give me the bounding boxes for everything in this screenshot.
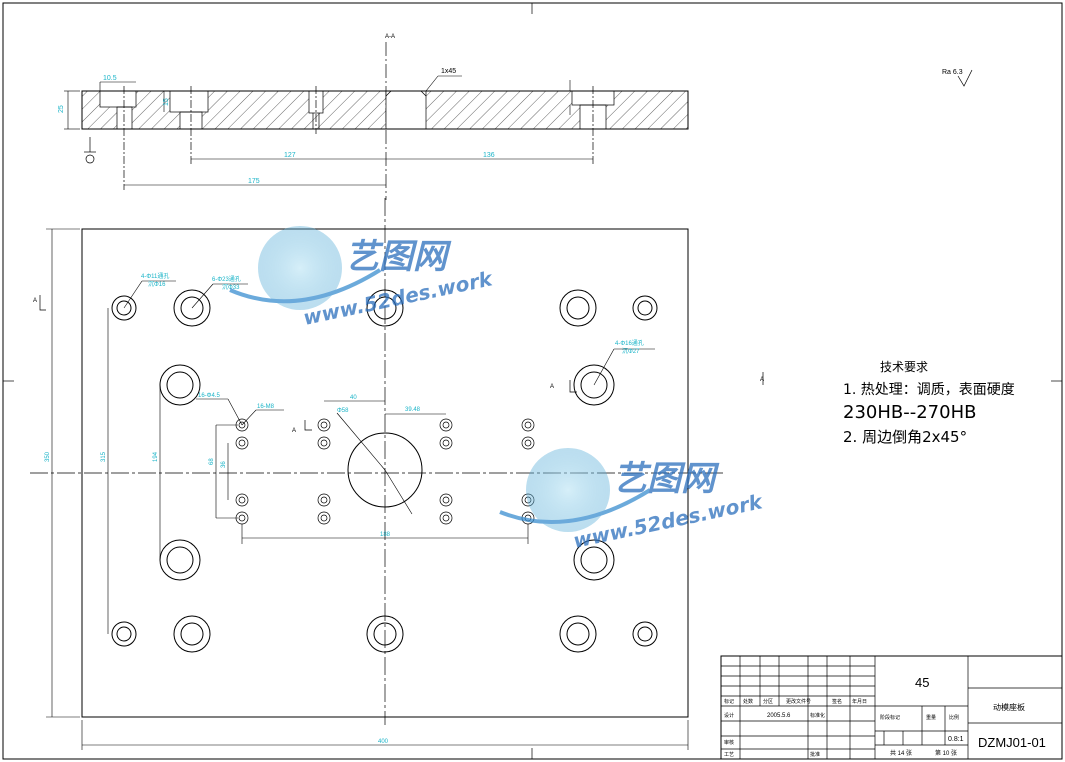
chamfer-note: 1x45: [441, 68, 456, 75]
dim-step-depth: 15: [163, 98, 170, 106]
watermark-globe-icon: [258, 226, 342, 310]
watermark-globe-icon-2: [526, 448, 610, 532]
dim-36: 36: [221, 461, 227, 468]
notes-line-2: 230HB--270HB: [843, 402, 976, 423]
section-view: A-A 25: [58, 34, 689, 200]
tb-label-approve: 批准: [810, 751, 820, 758]
tb-label-scale: 比例: [949, 714, 959, 721]
tb-sheet-total: 共 14 张: [890, 749, 912, 757]
center-bore: [347, 432, 423, 508]
dim-315: 315: [101, 451, 107, 462]
tb-label-review: 审核: [724, 739, 734, 746]
tb-date: 2005.5.6: [767, 713, 791, 719]
title-block: 标记 处数 分区 更改文件号 签名 年月日 设计 2005.5.6 标准化 审核…: [720, 655, 1063, 760]
section-label: A-A: [385, 34, 395, 40]
dim-188: 188: [380, 532, 391, 538]
dim-136: 136: [483, 152, 495, 159]
tb-scale: 0.8:1: [948, 736, 964, 743]
tb-drawing-no: DZMJ01-01: [978, 735, 1046, 750]
roughness-symbol: Ra 6.3: [942, 69, 963, 76]
dim-40: 40: [350, 395, 357, 401]
callout-holes-c-sub: 沉Φ27: [622, 347, 640, 355]
tb-label-mark: 标记: [724, 698, 734, 705]
dim-175: 175: [248, 178, 260, 185]
plan-view: 4-Φ11通孔 沉Φ16 6-Φ23通孔 沉Φ33 4-Φ16通孔 沉Φ27 1…: [30, 198, 764, 750]
dim-39-48: 39.48: [405, 407, 421, 413]
tb-label-count: 处数: [743, 698, 753, 705]
dim-127: 127: [284, 152, 296, 159]
tb-label-weight: 重量: [926, 714, 936, 721]
tb-label-sign: 签名: [832, 698, 842, 705]
tb-sheet-no: 第 10 张: [935, 749, 957, 757]
dim-68: 68: [209, 458, 215, 465]
notes-line-1: 1. 热处理：调质，表面硬度: [843, 382, 1015, 398]
dim-counterbore-depth: 10.5: [103, 75, 117, 82]
tb-label-design: 设计: [724, 712, 734, 719]
watermark-1: 艺图网 www.52des.work: [229, 226, 496, 330]
watermark-brand: 艺图网: [345, 237, 452, 277]
section-mark-a-2: A: [550, 384, 554, 390]
tb-part-name: 动模座板: [993, 702, 1025, 712]
dim-phi58: Φ58: [337, 408, 349, 414]
tb-material: 45: [915, 675, 929, 690]
watermark-2: 艺图网 www.52des.work: [499, 448, 766, 553]
callout-holes-a: 4-Φ11通孔: [141, 272, 169, 280]
technical-notes: 技术要求 1. 热处理：调质，表面硬度 230HB--270HB 2. 周边倒角…: [843, 360, 1015, 446]
section-mark-a-4: A: [760, 377, 764, 383]
section-mark-a-1: A: [33, 298, 37, 304]
callout-holes-c: 4-Φ16通孔: [615, 339, 644, 347]
callout-holes-d: 16-Φ4.5: [198, 393, 220, 399]
roughness-mark: Ra 6.3: [942, 69, 973, 87]
dim-194: 194: [153, 451, 159, 462]
callout-holes-b: 6-Φ23通孔: [212, 275, 241, 283]
notes-title: 技术要求: [880, 360, 928, 374]
section-mark-a-3: A: [292, 428, 296, 434]
dim-350: 350: [45, 451, 51, 462]
watermark-brand-2: 艺图网: [613, 459, 720, 499]
callout-holes-a-sub: 沉Φ16: [148, 280, 166, 288]
callout-holes-e: 16-M8: [257, 404, 275, 410]
tb-label-process: 工艺: [724, 752, 734, 758]
tb-label-zone: 分区: [763, 698, 773, 705]
notes-line-3: 2. 周边倒角2x45°: [843, 428, 967, 446]
tb-label-ymd: 年月日: [852, 698, 867, 705]
dim-400: 400: [378, 739, 389, 745]
callout-holes-b-sub: 沉Φ33: [222, 283, 240, 291]
tb-label-change-doc: 更改文件号: [786, 698, 811, 705]
tb-label-stage: 阶段标记: [880, 714, 900, 721]
tb-label-standard: 标准化: [810, 712, 825, 719]
dim-thickness: 25: [58, 105, 65, 113]
